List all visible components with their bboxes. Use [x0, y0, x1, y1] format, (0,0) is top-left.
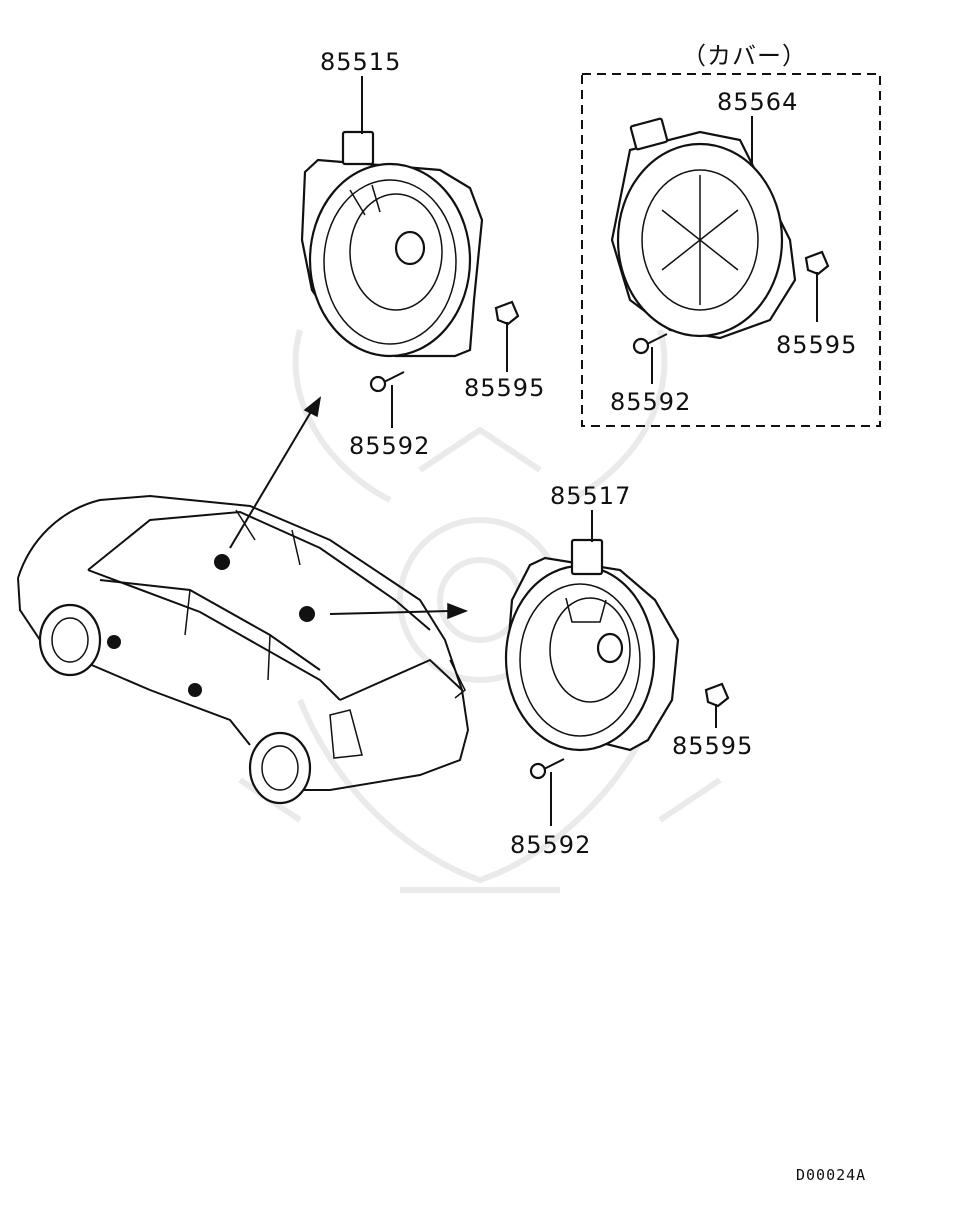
front-nut	[494, 300, 520, 326]
cover-screw	[632, 333, 668, 355]
cover-speaker	[610, 117, 797, 340]
vehicle-illustration	[17, 494, 470, 805]
front-screw	[369, 371, 405, 393]
rear-screw	[529, 758, 565, 780]
front-speaker-part-number: 85515	[320, 48, 401, 76]
cover-screw-part-number: 85592	[610, 388, 691, 416]
rear-nut-part-number: 85595	[672, 732, 753, 760]
rear-speaker	[504, 538, 680, 752]
arrow-to-rear-speaker	[329, 602, 469, 620]
rear-speaker-group: 85517 85595 85592	[504, 482, 753, 859]
cover-nut-part-number: 85595	[776, 331, 857, 359]
front-speaker-group: 85515 85595 85592	[300, 48, 545, 460]
front-nut-part-number: 85595	[464, 374, 545, 402]
rear-speaker-part-number: 85517	[550, 482, 631, 510]
rear-nut	[704, 682, 730, 708]
arrow-to-front-speaker	[229, 396, 322, 549]
cover-speaker-part-number: 85564	[717, 88, 798, 116]
cover-group-title: （カバー）	[682, 42, 807, 70]
drawing-code: D00024A	[796, 1166, 866, 1184]
front-screw-part-number: 85592	[349, 432, 430, 460]
rear-screw-part-number: 85592	[510, 831, 591, 859]
cover-nut	[804, 250, 830, 276]
front-speaker	[300, 130, 484, 358]
cover-group: （カバー） 85564 85595 85592	[581, 42, 881, 427]
